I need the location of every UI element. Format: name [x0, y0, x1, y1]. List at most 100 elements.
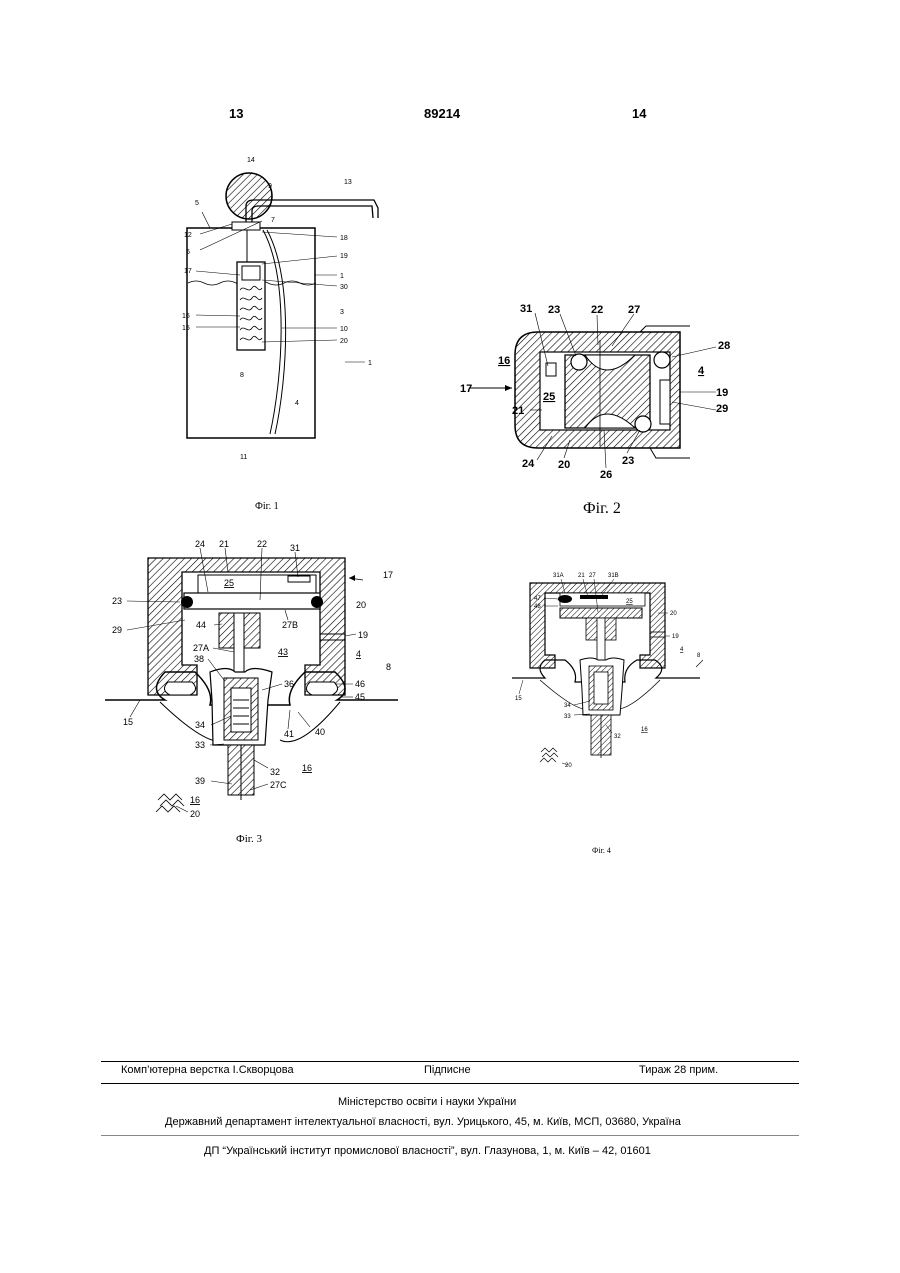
fig3-label: 4 [356, 649, 361, 659]
figure-2-drawing: 31 23 22 27 28 16 4 17 25 19 21 29 24 20… [450, 290, 750, 490]
fig3-label: 19 [358, 630, 368, 640]
signed-note: Підписне [424, 1064, 471, 1076]
figure-1-caption: Фіг. 1 [255, 501, 279, 512]
fig3-label: 25 [224, 578, 234, 588]
fig3-label: 38 [194, 654, 204, 664]
fig1-label: 9 [268, 183, 272, 190]
fig2-label: 25 [543, 391, 555, 403]
figure-1-drawing: 1 4 9 13 5 7 12 18 6 19 17 1 30 3 16 10 1… [140, 150, 390, 470]
fig2-label: 19 [716, 387, 728, 399]
fig3-label: 20 [356, 600, 366, 610]
fig2-label: 20 [558, 459, 570, 471]
fig3-label: 36 [284, 679, 294, 689]
footer-rule-top [101, 1061, 799, 1062]
fig4-label: 47 [534, 596, 541, 602]
figure-3-caption: Фіг. 3 [236, 833, 262, 845]
fig4-label: 48 [534, 604, 541, 610]
figure-4-drawing: 31A 21 27 31B 47 25 48 20 19 4 8 15 34 3… [500, 565, 720, 775]
fig3-label: 23 [112, 596, 122, 606]
fig4-label: 33 [564, 714, 571, 720]
fig3-label: 32 [270, 767, 280, 777]
fig1-label: 15 [182, 325, 190, 332]
fig3-label: 20 [190, 809, 200, 819]
page-number-left: 13 [229, 106, 243, 121]
fig2-label: 16 [498, 355, 510, 367]
fig3-label: 17 [383, 570, 393, 580]
fig2-label: 24 [522, 458, 535, 470]
fig4-label: 8 [697, 653, 701, 659]
fig2-label: 27 [628, 304, 640, 316]
fig3-label: 24 [195, 539, 205, 549]
fig1-label: 1 [368, 360, 372, 367]
fig4-label: 15 [515, 696, 522, 702]
fig2-label: 21 [512, 405, 524, 417]
fig4-label: 19 [672, 634, 679, 640]
fig4-label: 20 [670, 611, 677, 617]
fig3-label: 43 [278, 647, 288, 657]
footer-rule-middle [101, 1083, 799, 1084]
fig3-label: 27A [193, 643, 209, 653]
fig1-label: 30 [340, 284, 348, 291]
fig1-label: 19 [340, 253, 348, 260]
page-number-right: 14 [632, 106, 646, 121]
fig2-label: 31 [520, 303, 532, 315]
fig2-label: 23 [622, 455, 634, 467]
fig1-label: 7 [271, 217, 275, 224]
fig2-label: 29 [716, 403, 728, 415]
fig4-label: 27 [589, 573, 596, 579]
fig4-label: 31A [553, 573, 564, 579]
fig3-label: 33 [195, 740, 205, 750]
fig1-label: 6 [186, 249, 190, 256]
footer-rule-bottom [101, 1135, 799, 1136]
fig3-label: 40 [315, 727, 325, 737]
fig1-label: 18 [340, 235, 348, 242]
fig1-label: 3 [340, 309, 344, 316]
fig4-label: 31B [608, 573, 619, 579]
fig3-label: 39 [195, 776, 205, 786]
fig1-label: 8 [240, 372, 244, 379]
layout-credit: Комп’ютерна верстка І.Скворцова [121, 1064, 294, 1076]
fig1-label: 20 [340, 338, 348, 345]
fig3-label: 22 [257, 539, 267, 549]
patent-number: 89214 [424, 106, 460, 121]
fig1-label: 17 [184, 268, 192, 275]
fig4-label: 21 [578, 573, 585, 579]
fig1-label: 1 [340, 273, 344, 280]
fig3-label: 31 [290, 543, 300, 553]
fig4-label: 32 [614, 734, 621, 740]
fig1-label: 5 [195, 200, 199, 207]
fig1-label: 4 [295, 400, 299, 407]
fig2-label: 22 [591, 304, 603, 316]
fig4-label: 4 [680, 647, 684, 653]
fig1-label: 10 [340, 326, 348, 333]
fig3-label: 15 [123, 717, 133, 727]
fig3-label: 27B [282, 620, 298, 630]
fig2-label: 23 [548, 304, 560, 316]
fig3-label: 29 [112, 625, 122, 635]
fig2-label: 4 [698, 365, 705, 377]
fig3-label: 34 [195, 720, 205, 730]
figure-2-caption: Фіг. 2 [583, 500, 621, 518]
fig1-label: 11 [240, 454, 247, 461]
institute: ДП “Український інститут промислової вла… [204, 1145, 651, 1157]
fig3-label: 46 [355, 679, 365, 689]
ministry: Міністерство освіти і науки України [338, 1096, 516, 1108]
fig2-label: 26 [600, 469, 612, 481]
fig3-label: 27C [270, 780, 287, 790]
fig4-label: 20 [565, 763, 572, 769]
fig1-label: 16 [182, 313, 190, 320]
fig3-label: 21 [219, 539, 229, 549]
fig1-label: 13 [344, 179, 352, 186]
fig2-label: 28 [718, 340, 730, 352]
fig4-label: 16 [641, 727, 648, 733]
figure-3-drawing: 24 21 22 31 17 25 23 20 27B 29 19 44 27A… [100, 530, 420, 830]
fig2-label: 17 [460, 383, 472, 395]
fig4-label: 25 [626, 599, 633, 605]
circulation: Тираж 28 прим. [639, 1064, 718, 1076]
figure-4-caption: Фіг. 4 [592, 846, 611, 855]
fig3-label: 16 [302, 763, 312, 773]
fig3-label: 45 [355, 692, 365, 702]
fig1-label: 12 [184, 232, 192, 239]
fig3-label: 44 [196, 620, 206, 630]
department: Державний департамент інтелектуальної вл… [165, 1116, 681, 1128]
